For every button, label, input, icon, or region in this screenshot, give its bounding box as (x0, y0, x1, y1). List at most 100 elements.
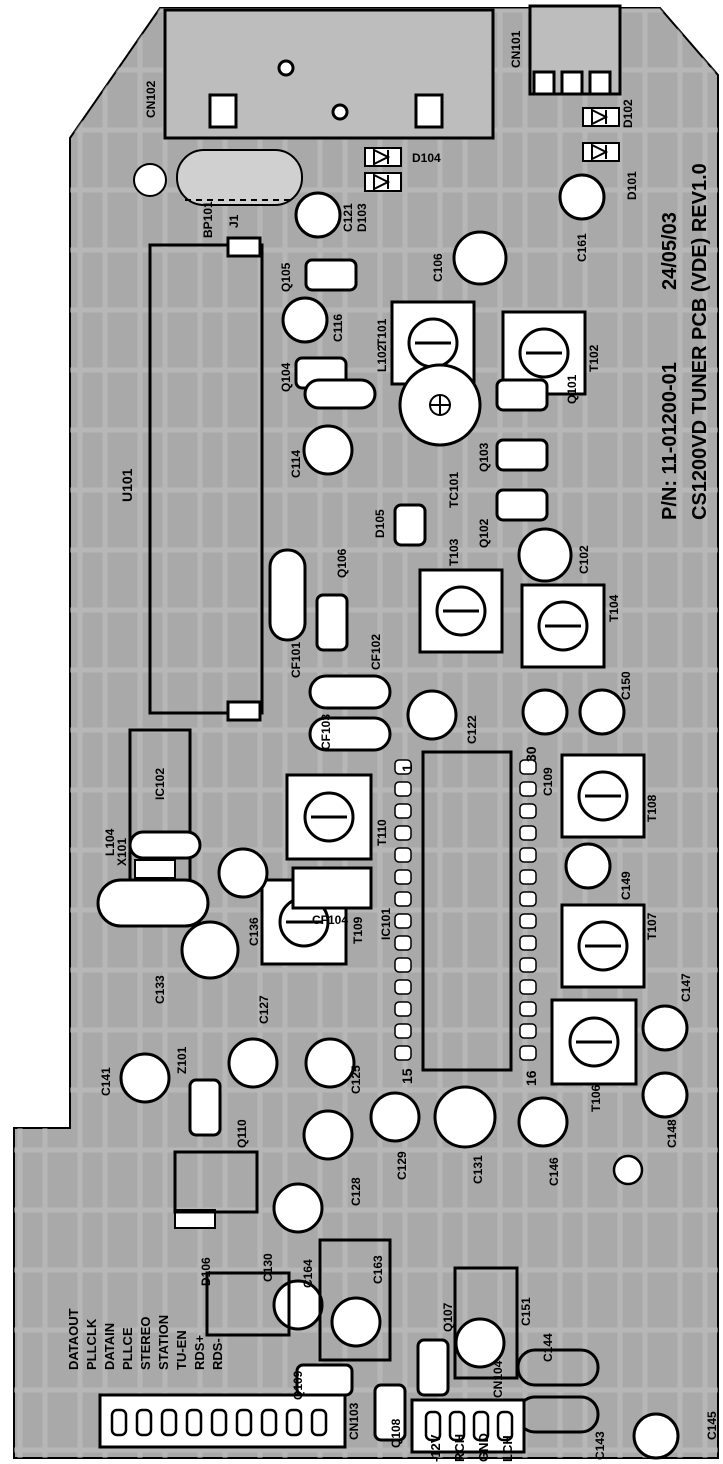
q107-transistor (416, 1338, 450, 1397)
c128-capacitor (302, 1109, 354, 1161)
cf101-filter (268, 548, 307, 642)
label-c109: C109 (541, 767, 555, 796)
ic101-pads (394, 759, 537, 1061)
c163-body (318, 1238, 392, 1362)
label-j1: J1 (227, 214, 241, 228)
label-tc101: TC101 (447, 472, 461, 508)
label-q104: Q104 (279, 362, 293, 392)
label-c149: C149 (619, 871, 633, 900)
label-bp101: BP101 (201, 201, 215, 238)
label-c129: C129 (395, 1151, 409, 1180)
cn104-pin-label: GND (476, 1433, 491, 1462)
q105-transistor (304, 258, 358, 292)
label-d106: D106 (199, 1257, 213, 1286)
label-t110: T110 (375, 819, 389, 846)
label-c133: C133 (153, 975, 167, 1004)
label-cn101: CN101 (509, 30, 523, 68)
label-q107: Q107 (441, 1302, 455, 1332)
pin-30-mark: 30 (523, 746, 539, 762)
label-c122: C122 (465, 715, 479, 744)
label-c127: C127 (257, 995, 271, 1024)
d102-diode (582, 107, 620, 127)
q108-transistor (373, 1383, 407, 1442)
c164-body (205, 1271, 291, 1337)
c145-capacitor (632, 1412, 680, 1460)
c106-capacitor (452, 230, 508, 286)
t103-coil (418, 568, 504, 654)
c125-capacitor (304, 1037, 356, 1089)
label-z101: Z101 (175, 1046, 189, 1074)
c147-capacitor (641, 1004, 689, 1052)
label-q108: Q108 (389, 1418, 403, 1448)
label-c125: C125 (349, 1065, 363, 1094)
board-date: 24/05/03 (659, 212, 681, 290)
pin-1-mark: 1 (399, 764, 415, 772)
c133-capacitor (180, 920, 240, 980)
c109-capacitor (521, 688, 569, 736)
q101-transistor (495, 378, 549, 412)
label-l104: L104 (103, 828, 117, 856)
cn104-pin-label: LCH (500, 1435, 515, 1462)
label-q103: Q103 (477, 442, 491, 472)
label-c146: C146 (547, 1157, 561, 1186)
c148-capacitor (641, 1071, 689, 1119)
label-t106: T106 (589, 1084, 603, 1112)
label-t104: T104 (607, 594, 621, 622)
c130-body (173, 1150, 259, 1214)
c151-body (453, 1266, 519, 1380)
pin-16-mark: 16 (523, 1070, 539, 1086)
label-ic102: IC102 (153, 768, 167, 800)
c141-capacitor (119, 1052, 171, 1104)
label-q109: Q109 (291, 1370, 305, 1400)
c121-capacitor (294, 191, 342, 239)
c136-capacitor (217, 847, 269, 899)
c163-capacitor (330, 1296, 382, 1348)
z101-zener (134, 859, 176, 879)
label-c106: C106 (431, 253, 445, 282)
label-c148: C148 (665, 1119, 679, 1148)
label-c164: C164 (301, 1259, 315, 1288)
d105-transistor (393, 503, 427, 547)
label-cn104: CN104 (491, 1360, 505, 1398)
label-c116: C116 (331, 314, 345, 342)
label-l102: L102 (375, 344, 389, 372)
cn103-pin-label: STATION (156, 1315, 171, 1370)
c164-capacitor (272, 1279, 324, 1331)
c151-capacitor (454, 1317, 506, 1369)
t107-coil (560, 903, 646, 989)
label-c131: C131 (471, 1155, 485, 1184)
q110-transistor (188, 1078, 222, 1137)
l104-inductor (128, 830, 202, 860)
label-q110: Q110 (235, 1119, 249, 1148)
label-cf103: CF103 (319, 714, 333, 750)
label-q105: Q105 (279, 262, 293, 292)
u101-module (148, 236, 264, 722)
label-c145: C145 (705, 1411, 719, 1440)
label-c163: C163 (371, 1255, 385, 1284)
cn101-connector (528, 4, 622, 96)
d103-diode (364, 172, 402, 192)
label-cf102: CF102 (369, 634, 383, 670)
cn103-pin-label: PLLCE (120, 1327, 135, 1370)
label-t103: T103 (447, 538, 461, 566)
label-q106: Q106 (335, 548, 349, 578)
label-c143: C143 (593, 1431, 607, 1460)
label-t102: T102 (587, 344, 601, 372)
label-t101: T101 (375, 318, 389, 346)
d106-diode (174, 1209, 216, 1229)
label-c144: C144 (541, 1333, 555, 1362)
q103-transistor (495, 438, 549, 472)
q109-transistor (295, 1363, 354, 1397)
cn102-connector (163, 8, 495, 140)
label-q101: Q101 (565, 374, 579, 404)
c150-capacitor (578, 688, 626, 736)
label-d101: D101 (625, 171, 639, 200)
c102-capacitor (517, 527, 573, 583)
c116-capacitor (281, 296, 329, 344)
ic101-chip (421, 750, 513, 1072)
cn103-pin-label: STEREO (138, 1317, 153, 1370)
c129-capacitor (369, 1091, 421, 1143)
label-c114: C114 (289, 450, 303, 478)
label-u101: U101 (119, 468, 135, 502)
